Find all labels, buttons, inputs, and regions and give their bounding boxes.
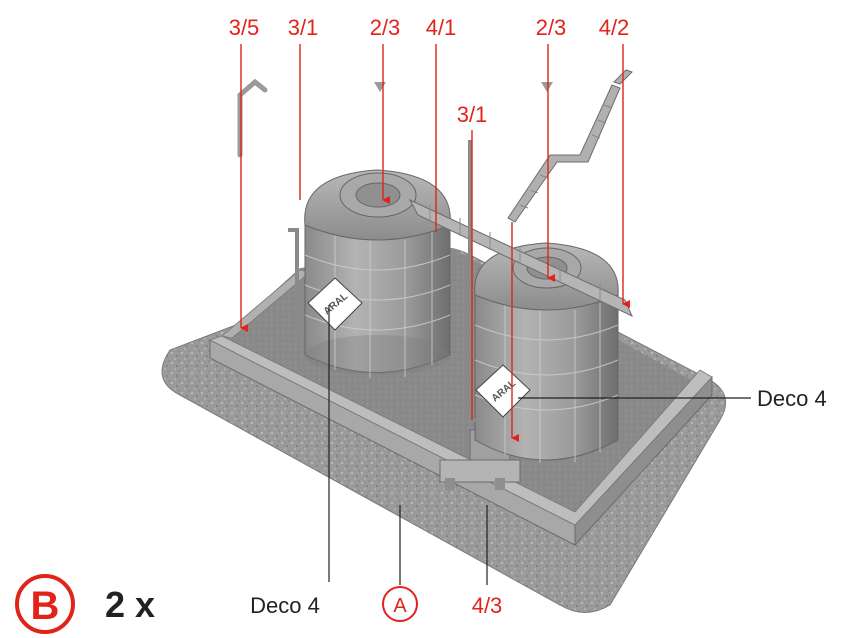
tank-right: ARAL	[474, 242, 619, 463]
label-circled-a: A	[393, 595, 407, 617]
label-4-3: 4/3	[472, 593, 503, 618]
label-2-3-left: 2/3	[370, 15, 401, 40]
catwalk	[408, 198, 633, 318]
step-circle	[15, 574, 75, 634]
loose-pipe-3-5	[237, 78, 268, 158]
label-deco-4-bottom: Deco 4	[250, 593, 320, 618]
label-4-1: 4/1	[426, 15, 457, 40]
loose-ladder-staircase	[507, 69, 633, 223]
label-3-1-top: 3/1	[288, 15, 319, 40]
callouts	[240, 44, 751, 585]
circle-a-outline	[382, 586, 418, 622]
label-deco-4-right: Deco 4	[757, 386, 827, 411]
label-3-5: 3/5	[229, 15, 260, 40]
top-labels: 3/5 3/1 2/3 4/1 2/3 4/2 3/1	[229, 15, 630, 127]
step-letter: B	[31, 584, 60, 628]
label-2-3-right: 2/3	[536, 15, 567, 40]
pipes-3-1	[288, 140, 476, 422]
label-3-1-mid: 3/1	[457, 102, 488, 127]
loose-vent-caps	[374, 82, 553, 92]
tank-left: ARAL	[304, 169, 451, 378]
step-marker: B 2 x	[15, 574, 155, 634]
step-quantity: 2 x	[105, 584, 155, 625]
bottom-labels: Deco 4 Deco 4 A 4/3	[250, 386, 827, 622]
label-4-2: 4/2	[599, 15, 630, 40]
